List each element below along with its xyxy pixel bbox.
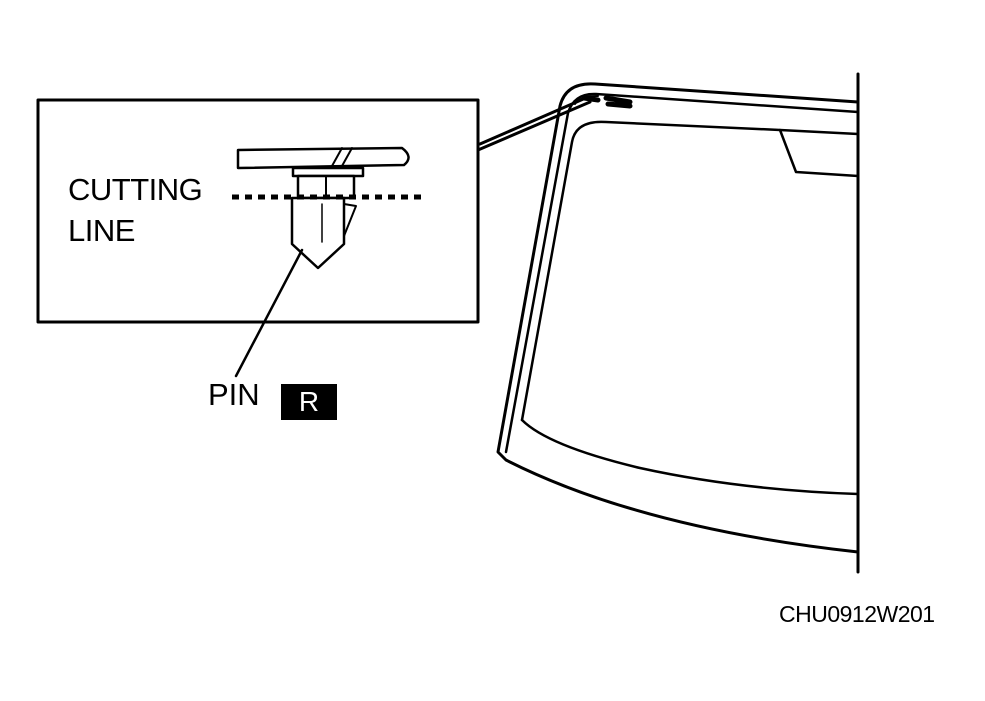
cutting-line-label-bottom: LINE [68, 213, 135, 248]
glass-upper-boundary [520, 120, 782, 422]
pin-label: PIN [208, 377, 260, 412]
windshield-inner-edge [504, 92, 860, 454]
figure-code: CHU0912W201 [779, 601, 935, 627]
windshield-outer-edge [496, 82, 860, 554]
glass-visible-area [778, 128, 860, 178]
replace-badge: R [281, 384, 337, 420]
pin-body [290, 196, 346, 270]
molding-strip [236, 146, 410, 170]
glass-lower-boundary [520, 418, 860, 496]
detail-box [36, 98, 480, 324]
pin-body-side [343, 203, 357, 237]
pin-callout-leader [234, 248, 304, 378]
molding-break-marks [331, 147, 353, 167]
cutting-line-label-top: CUTTING [68, 172, 203, 207]
detail-leader-line [476, 95, 592, 152]
